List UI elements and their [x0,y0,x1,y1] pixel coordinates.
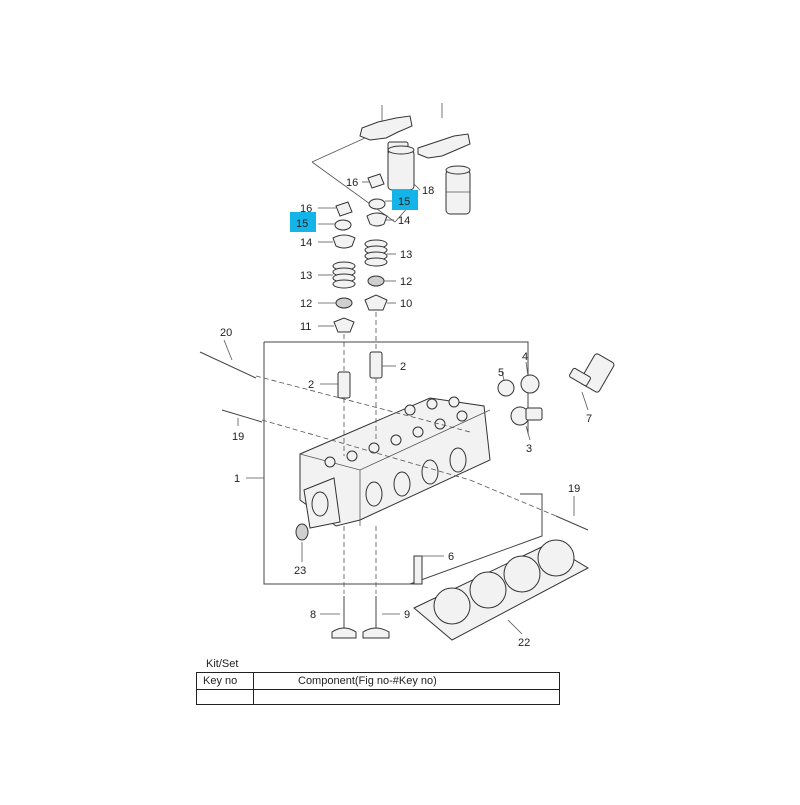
callout-15-left-highlighted[interactable]: 15 [290,212,316,232]
svg-text:13: 13 [400,249,412,261]
callout-12-left[interactable]: 12 [300,298,312,310]
callout-6[interactable]: 6 [448,551,454,563]
valve-guide-left [337,371,351,399]
callout-1[interactable]: 1 [234,473,240,485]
svg-text:15: 15 [296,218,308,230]
svg-text:20: 20 [220,327,232,339]
hydraulic-lifter-18 [445,165,471,215]
svg-text:16: 16 [300,203,312,215]
callout-16-right[interactable]: 16 [346,177,358,189]
svg-text:11: 11 [300,321,311,333]
callout-9[interactable]: 9 [404,609,410,621]
valve-8 [331,526,357,639]
column-header-component: Component(Fig no-#Key no) [298,675,437,687]
svg-text:7: 7 [586,413,592,425]
svg-text:14: 14 [300,237,312,249]
svg-text:9: 9 [404,609,410,621]
valve-guide-right [369,351,383,379]
temp-sender-7 [569,353,615,393]
callout-19-right[interactable]: 19 [568,483,580,495]
head-bolt-20 [199,351,257,379]
svg-text:15: 15 [398,196,410,208]
cap-23 [295,523,309,541]
svg-text:4: 4 [522,351,528,363]
valve-spring-right [364,239,388,267]
table-empty-cell [197,690,254,704]
table-header-row: Key no Component(Fig no-#Key no) [196,672,560,690]
svg-text:6: 6 [448,551,454,563]
callout-23[interactable]: 23 [294,565,306,577]
callout-20[interactable]: 20 [220,327,232,339]
plug-5 [497,379,515,397]
callout-12-right[interactable]: 12 [400,276,412,288]
valve-stack-left [332,201,356,372]
callout-22[interactable]: 22 [518,637,530,649]
callout-2-right[interactable]: 2 [400,361,406,373]
stud-6 [413,555,423,585]
svg-text:23: 23 [294,565,306,577]
svg-text:8: 8 [310,609,316,621]
fitting-3 [510,406,543,426]
callout-10[interactable]: 10 [400,298,412,310]
callout-16-left[interactable]: 16 [300,203,312,215]
valve-9 [362,526,390,639]
callout-13-left[interactable]: 13 [300,270,312,282]
svg-text:14: 14 [398,215,410,227]
valve-spring-left [332,261,356,289]
rocker-arm-right [417,103,471,159]
column-header-key-no: Key no [197,673,254,689]
kit-set-title: Kit/Set [206,658,239,670]
svg-text:3: 3 [526,443,532,455]
svg-text:2: 2 [400,361,406,373]
valve-stack-right [364,173,388,352]
svg-text:2: 2 [308,379,314,391]
callout-3[interactable]: 3 [526,443,532,455]
callout-13-right[interactable]: 13 [400,249,412,261]
head-stud-19-left [221,409,263,423]
callout-5[interactable]: 5 [498,367,504,379]
svg-text:19: 19 [232,431,244,443]
head-gasket-22 [413,539,590,641]
svg-text:16: 16 [346,177,358,189]
svg-text:22: 22 [518,637,530,649]
svg-text:18: 18 [422,185,434,197]
head-stud-19-right [555,515,589,531]
svg-text:13: 13 [300,270,312,282]
callout-11[interactable]: 11 [300,321,311,333]
svg-text:12: 12 [300,298,312,310]
hydraulic-lifter-1 [387,145,415,191]
callout-4[interactable]: 4 [522,351,528,363]
callout-7[interactable]: 7 [586,413,592,425]
svg-text:12: 12 [400,276,412,288]
table-empty-row [196,690,560,705]
cylinder-head-frame [263,341,543,585]
plug-4 [520,374,540,394]
svg-text:19: 19 [568,483,580,495]
callout-14-left[interactable]: 14 [300,237,312,249]
svg-text:5: 5 [498,367,504,379]
callout-8[interactable]: 8 [310,609,316,621]
callout-15-right-highlighted[interactable]: 15 [392,190,418,210]
kit-set-table: Kit/Set Key no Component(Fig no-#Key no) [196,656,560,705]
callout-14-right[interactable]: 14 [398,215,410,227]
svg-text:1: 1 [234,473,240,485]
svg-text:10: 10 [400,298,412,310]
cylinder-head [299,396,491,529]
callout-2-left[interactable]: 2 [308,379,314,391]
callout-19-left[interactable]: 19 [232,431,244,443]
callout-18[interactable]: 18 [422,185,434,197]
